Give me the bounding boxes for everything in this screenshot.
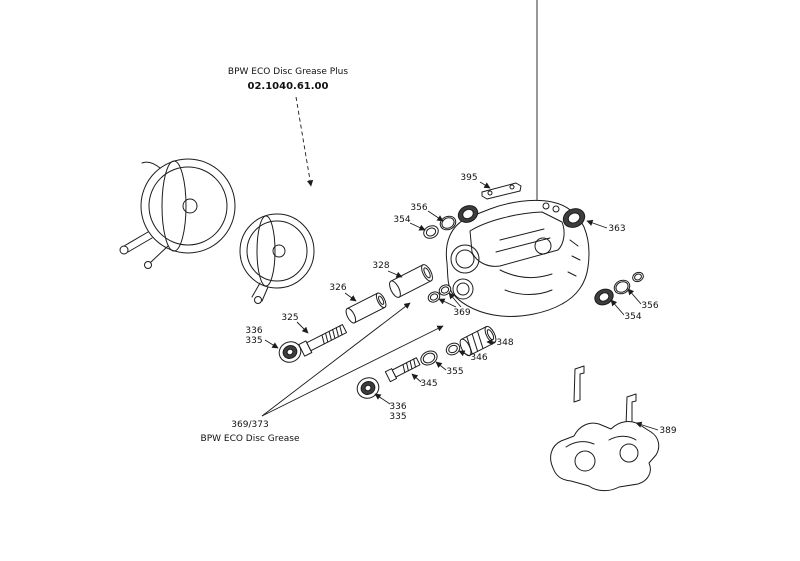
- part-label-328: 328: [372, 261, 389, 271]
- bottom-note-line2: BPW ECO Disc Grease: [201, 434, 300, 444]
- cap-336-335-lower: [356, 377, 380, 399]
- part-label-325: 325: [281, 313, 298, 323]
- ring-356-upper: [439, 215, 457, 231]
- ring-355: [420, 350, 438, 366]
- bush-348: [459, 325, 497, 357]
- part-label-336-lower: 336: [389, 402, 406, 412]
- top-note-leader: [295, 96, 314, 187]
- leader-lines: [264, 181, 659, 431]
- boot-seal-upper: [457, 205, 479, 223]
- part-label-336-upper: 336: [245, 326, 262, 336]
- brake-carrier-389: [550, 421, 660, 492]
- part-label-354-upper: 354: [393, 215, 410, 225]
- top-note-line2: 02.1040.61.00: [248, 81, 329, 92]
- part-label-369: 369: [453, 308, 470, 318]
- ring-356-right: [613, 279, 631, 295]
- part-label-326: 326: [329, 283, 346, 293]
- part-label-389: 389: [659, 426, 676, 436]
- small-ring-right: [632, 271, 644, 283]
- pad-retainer-keys: [573, 365, 637, 428]
- bottom-note-leaders: [261, 302, 444, 417]
- o-rings-369: [427, 284, 452, 303]
- part-label-335-upper: 335: [245, 336, 262, 346]
- ring-346: [445, 342, 461, 356]
- guide-sleeve-326: [345, 292, 387, 324]
- part-label-356-upper: 356: [410, 203, 427, 213]
- part-label-355: 355: [446, 367, 463, 377]
- bottom-note-line1: 369/373: [231, 420, 268, 430]
- brake-caliper-body: [445, 199, 590, 317]
- part-label-395: 395: [460, 173, 477, 183]
- part-label-335-lower: 335: [389, 412, 406, 422]
- top-note-line1: BPW ECO Disc Grease Plus: [228, 67, 348, 77]
- part-label-345: 345: [420, 379, 437, 389]
- seal-ring-354-upper: [423, 225, 439, 239]
- brake-chamber-small: [239, 213, 315, 304]
- seal-ring-354-right: [594, 288, 614, 306]
- part-label-348: 348: [496, 338, 513, 348]
- part-label-363: 363: [608, 224, 625, 234]
- retainer-plate-395: [481, 182, 522, 200]
- cap-ring-363: [562, 208, 586, 228]
- part-label-354-right: 354: [624, 312, 641, 322]
- bolt-325: [298, 324, 348, 357]
- cap-336-335-upper: [278, 341, 302, 363]
- bolt-345: [384, 357, 421, 383]
- brake-chamber-large: [119, 158, 236, 269]
- part-label-356-right: 356: [641, 301, 658, 311]
- part-label-346: 346: [470, 353, 487, 363]
- guide-bush-328: [389, 264, 433, 298]
